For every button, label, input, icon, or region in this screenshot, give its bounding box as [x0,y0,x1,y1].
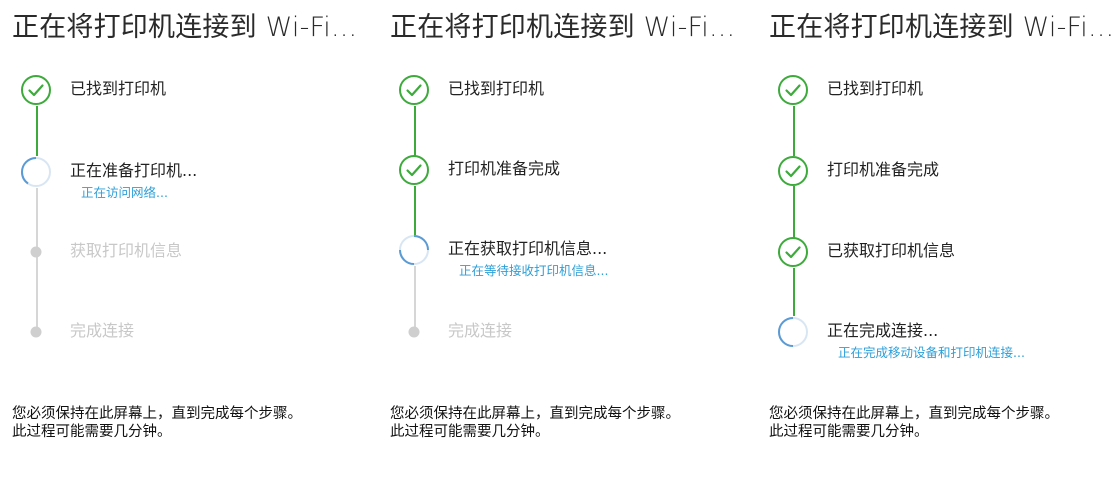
step-item: 打印机准备完成 [769,155,1118,215]
step-label: 打印机准备完成 [448,159,561,178]
step-label: 完成连接 [70,321,135,340]
step-item: 正在获取打印机信息... 正在等待接收打印机信息... [390,234,750,294]
loading-spinner-icon [398,234,430,266]
loading-spinner-icon [20,156,52,188]
progress-connector-line [793,268,795,316]
page-title: 正在将打印机连接到 Wi-Fi... [769,12,1115,43]
loading-spinner-icon [777,316,809,348]
pending-dot-icon [398,316,430,348]
step-label: 已获取打印机信息 [827,241,956,260]
step-item: 正在准备打印机... 正在访问网络... [12,156,372,216]
step-label: 打印机准备完成 [827,160,940,179]
progress-connector-line [414,186,416,236]
checkmark-circle-icon [20,74,52,106]
step-status-text: 正在访问网络... [81,185,168,200]
checkmark-circle-icon [398,154,430,186]
page-title: 正在将打印机连接到 Wi-Fi... [12,12,358,43]
step-item: 已获取打印机信息 [769,236,1118,296]
progress-connector-line [414,266,416,332]
progress-connector-line [414,106,416,156]
step-label: 已找到打印机 [70,79,167,98]
step-label: 正在获取打印机信息... [448,239,608,258]
pending-dot-icon [20,316,52,348]
instruction-text: 您必须保持在此屏幕上，直到完成每个步骤。 此过程可能需要几分钟。 [769,405,1059,441]
step-label: 已找到打印机 [827,79,924,98]
instruction-text: 您必须保持在此屏幕上，直到完成每个步骤。 此过程可能需要几分钟。 [390,405,680,441]
progress-panel-1: 正在将打印机连接到 Wi-Fi... 已找到打印机 正在准备打印机... 正在访… [12,0,372,481]
step-status-text: 正在等待接收打印机信息... [459,263,609,278]
instruction-line: 此过程可能需要几分钟。 [769,424,929,440]
instruction-line: 您必须保持在此屏幕上，直到完成每个步骤。 [390,406,680,422]
step-item: 获取打印机信息 [12,236,372,296]
instruction-line: 您必须保持在此屏幕上，直到完成每个步骤。 [769,406,1059,422]
progress-connector-line [793,106,795,156]
step-label: 已找到打印机 [448,79,545,98]
page-title: 正在将打印机连接到 Wi-Fi... [390,12,736,43]
step-item: 已找到打印机 [769,74,1118,134]
instruction-line: 此过程可能需要几分钟。 [12,424,172,440]
step-item: 正在完成连接... 正在完成移动设备和打印机连接... [769,316,1118,376]
progress-panel-3: 正在将打印机连接到 Wi-Fi... 已找到打印机 打印机准备完成 已获取打印机… [769,0,1118,481]
checkmark-circle-icon [777,236,809,268]
step-item: 完成连接 [12,316,372,376]
step-label: 完成连接 [448,321,513,340]
step-item: 已找到打印机 [390,74,750,134]
instruction-line: 您必须保持在此屏幕上，直到完成每个步骤。 [12,406,302,422]
instruction-text: 您必须保持在此屏幕上，直到完成每个步骤。 此过程可能需要几分钟。 [12,405,302,441]
step-status-text: 正在完成移动设备和打印机连接... [838,345,1025,360]
step-item: 已找到打印机 [12,74,372,134]
step-item: 完成连接 [390,316,750,376]
progress-connector-line [36,188,38,332]
progress-panel-2: 正在将打印机连接到 Wi-Fi... 已找到打印机 打印机准备完成 正在获取打印… [390,0,750,481]
checkmark-circle-icon [777,74,809,106]
checkmark-circle-icon [777,155,809,187]
progress-connector-line [36,106,38,156]
pending-dot-icon [20,236,52,268]
step-item: 打印机准备完成 [390,154,750,214]
step-label: 正在准备打印机... [70,161,198,180]
instruction-line: 此过程可能需要几分钟。 [390,424,550,440]
checkmark-circle-icon [398,74,430,106]
progress-connector-line [793,186,795,238]
step-label: 正在完成连接... [827,321,939,340]
step-label: 获取打印机信息 [70,241,183,260]
